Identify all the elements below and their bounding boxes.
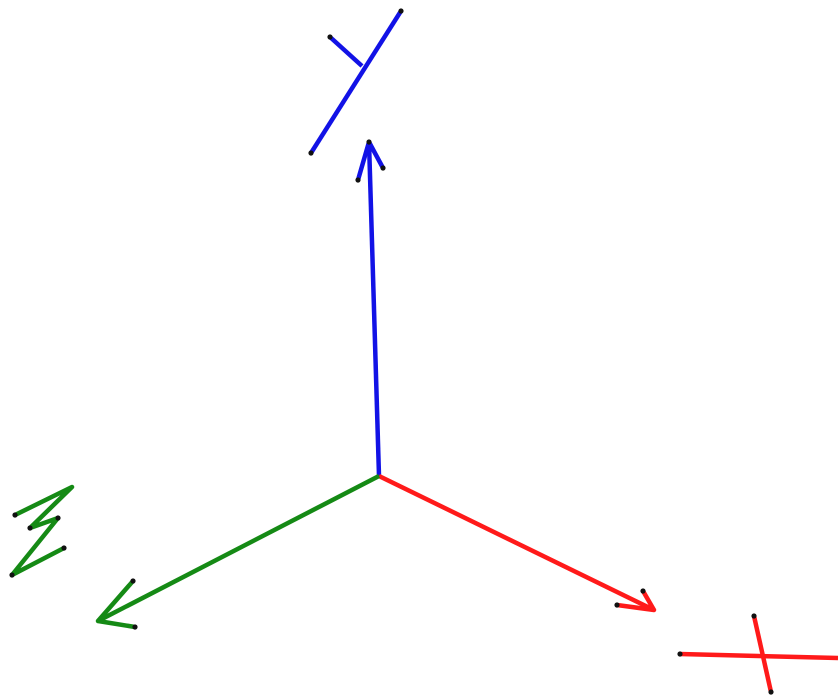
z-axis-line (96, 474, 381, 623)
endpoint-dot (130, 578, 136, 584)
endpoint-dot (308, 150, 314, 156)
z-axis-label: Z (9, 484, 75, 578)
y-axis (355, 139, 385, 477)
y-axis-line (366, 141, 382, 477)
z-axis (95, 474, 381, 630)
z-axis-arrowhead (95, 579, 136, 630)
endpoint-dot (132, 624, 138, 630)
endpoint-dot (640, 588, 646, 594)
endpoint-dot (751, 613, 757, 619)
stroke-endpoints (9, 8, 774, 695)
endpoint-dot (55, 515, 61, 521)
x-label-vertical-stroke (751, 615, 774, 693)
x-axis (378, 473, 657, 613)
x-axis-label: X (679, 615, 838, 693)
endpoint-dot (366, 139, 372, 145)
z-label-stroke (9, 484, 75, 578)
y-axis-label: Y (309, 9, 403, 155)
endpoint-dot (398, 8, 404, 14)
endpoint-dot (677, 651, 683, 657)
x-label-horizontal-stroke (679, 651, 838, 661)
endpoint-dot (61, 545, 67, 551)
endpoint-dot (768, 689, 774, 695)
endpoint-dot (9, 572, 15, 578)
y-label-long-stroke (309, 9, 403, 155)
endpoint-dot (27, 525, 33, 531)
endpoint-dot (12, 512, 18, 518)
endpoint-dot (355, 177, 361, 183)
endpoint-dot (614, 602, 620, 608)
endpoint-dot (380, 165, 386, 171)
endpoint-dot (327, 34, 333, 40)
y-label-short-stroke (328, 35, 364, 68)
x-axis-line (378, 473, 655, 613)
x-axis-arrowhead (616, 589, 657, 613)
